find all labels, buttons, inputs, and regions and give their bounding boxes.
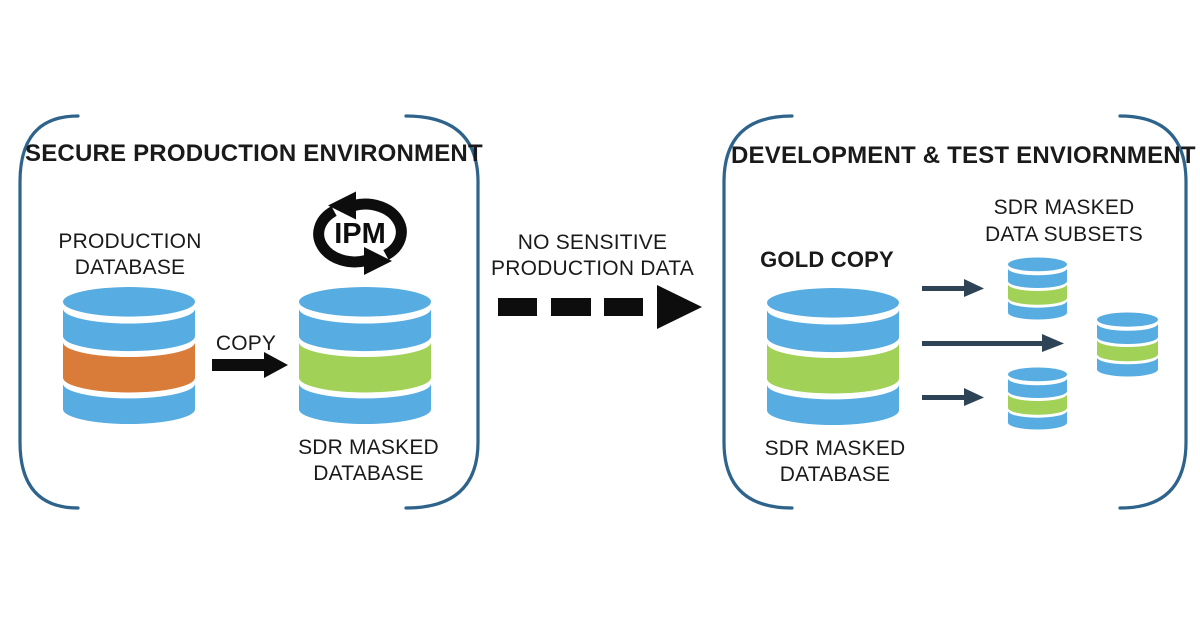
dev-test-env-title: DEVELOPMENT & TEST ENVIORNMENT bbox=[731, 142, 1196, 169]
gold-copy-masked-db-label: SDR MASKED DATABASE bbox=[764, 437, 906, 486]
transfer-dashed-arrow bbox=[498, 285, 702, 329]
gold-copy-cylinder bbox=[766, 288, 900, 425]
secure-env-frame bbox=[18, 114, 480, 510]
subset-arrow-top bbox=[922, 279, 984, 297]
gold-copy-label: GOLD COPY bbox=[760, 247, 894, 272]
ipm-cycle-icon: IPM bbox=[313, 191, 407, 275]
production-database-cylinder bbox=[62, 287, 196, 424]
secure-env-title: SECURE PRODUCTION ENVIRONMENT bbox=[25, 140, 483, 167]
subset-arrow-bottom bbox=[922, 388, 984, 406]
subset-cylinder-top bbox=[1007, 257, 1068, 320]
left-bracket bbox=[18, 114, 80, 510]
masked-database-cylinder bbox=[298, 287, 432, 424]
left-bracket bbox=[722, 114, 794, 510]
data-subsets-label: SDR MASKED DATA SUBSETS bbox=[985, 196, 1143, 246]
copy-arrow bbox=[212, 352, 288, 378]
masked-database-label: SDR MASKED DATABASE bbox=[298, 436, 439, 485]
subset-cylinder-bottom bbox=[1007, 367, 1068, 430]
right-bracket bbox=[404, 114, 480, 510]
ipm-badge-label: IPM bbox=[334, 218, 386, 250]
copy-arrow-label: COPY bbox=[215, 332, 277, 355]
right-bracket bbox=[1118, 114, 1188, 510]
production-database-label: PRODUCTION DATABASE bbox=[58, 230, 202, 279]
subset-arrow-middle bbox=[922, 334, 1064, 352]
subset-cylinder-right bbox=[1097, 312, 1158, 377]
no-sensitive-data-label: NO SENSITIVE PRODUCTION DATA bbox=[491, 231, 694, 280]
dev-test-env-frame bbox=[722, 114, 1188, 510]
